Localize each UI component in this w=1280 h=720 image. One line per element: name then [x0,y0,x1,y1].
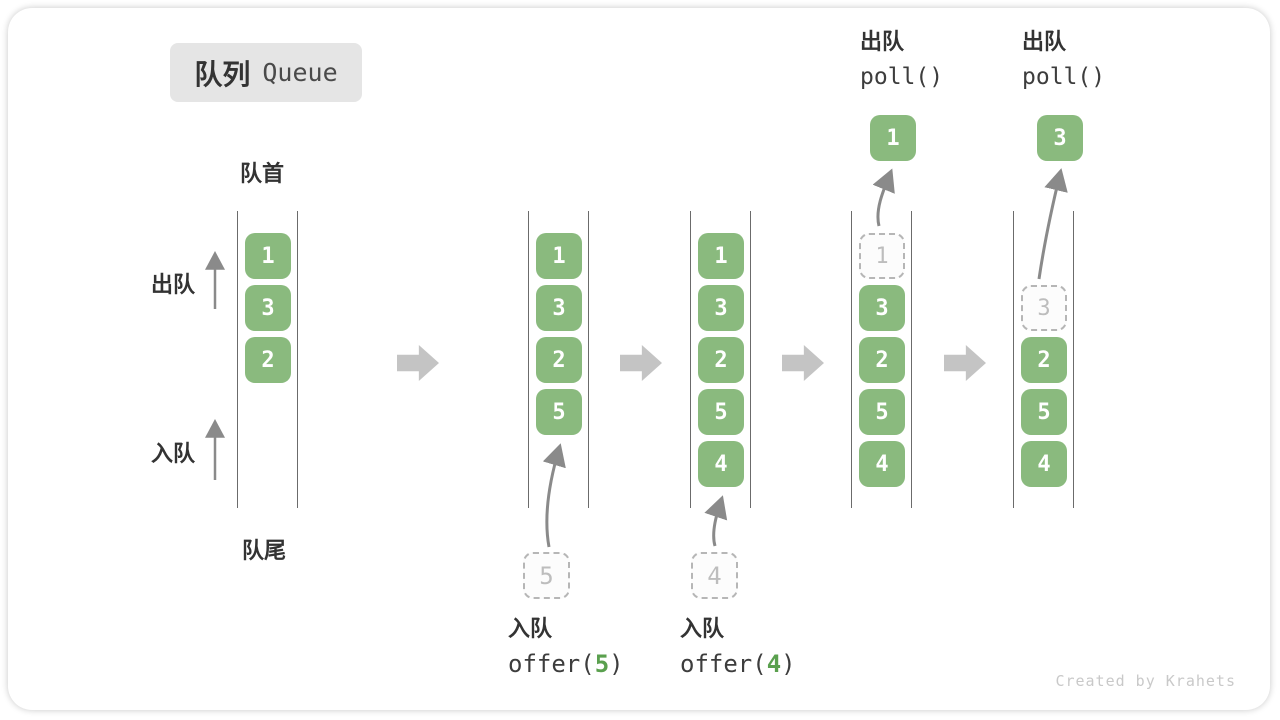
poll-code-label: poll() [1022,64,1106,90]
figure-title-box: 队列 Queue [170,43,362,102]
watermark: Created by Krahets [1055,672,1236,690]
queue-cell: 4 [859,441,905,487]
title-zh: 队列 [194,58,251,90]
state-transition-arrow [397,345,439,381]
queue-cell: 1 [536,233,582,279]
queue-cell: 3 [536,285,582,331]
enqueue-arg: 5 [594,650,610,678]
queue-cell: 2 [245,337,291,383]
state-transition-arrow [944,345,986,381]
queue-channel [690,211,751,508]
enqueue-label: 入队 [151,441,196,466]
poll-code-label: poll() [860,64,944,90]
queue-channel [1013,211,1074,508]
incoming-value-cell: 4 [691,552,738,599]
queue-cell-ghost: 3 [1021,285,1067,331]
queue-cell: 4 [1021,441,1067,487]
queue-cell: 5 [698,389,744,435]
queue-cell: 2 [1021,337,1067,383]
poll-operation-label: 出队 poll() [860,31,943,89]
queue-cell: 2 [536,337,582,383]
enqueue-zh-label: 入队 [680,616,725,641]
queue-cell: 2 [859,337,905,383]
queue-cell: 4 [698,441,744,487]
queue-cell: 5 [1021,389,1067,435]
queue-cell: 5 [859,389,905,435]
enqueue-zh-label: 入队 [508,616,553,641]
queue-channel [528,211,589,508]
title-en: Queue [262,58,338,87]
polled-value-cell: 1 [870,115,916,161]
queue-channel [237,211,298,508]
queue-cell: 1 [698,233,744,279]
enqueue-arg: 4 [766,650,782,678]
enqueue-code-label: offer(5) [508,650,624,678]
state-transition-arrow [620,345,662,381]
dequeue-label: 出队 [151,272,196,297]
enqueue-operation-label: 入队 offer(5) [508,616,624,678]
poll-operation-label: 出队 poll() [1022,31,1105,89]
queue-figure-card: 队列 Queue 队首 队尾 出队 入队 1 3 2 1 3 2 5 1 3 2 5 4 1 3 2 5 4 3 2… [8,8,1270,710]
queue-cell-ghost: 1 [859,233,905,279]
queue-cell: 1 [245,233,291,279]
enqueue-code-label: offer(4) [680,650,796,678]
poll-zh-label: 出队 [860,29,905,54]
queue-cell: 3 [859,285,905,331]
queue-front-label: 队首 [240,161,285,186]
queue-rear-label: 队尾 [242,538,287,563]
polled-value-cell: 3 [1037,115,1083,161]
queue-channel [851,211,912,508]
poll-zh-label: 出队 [1022,29,1067,54]
queue-cell: 2 [698,337,744,383]
queue-cell: 5 [536,389,582,435]
state-transition-arrow [782,345,824,381]
queue-cell: 3 [698,285,744,331]
enqueue-operation-label: 入队 offer(4) [680,616,796,678]
incoming-value-cell: 5 [523,552,570,599]
queue-cell: 3 [245,285,291,331]
